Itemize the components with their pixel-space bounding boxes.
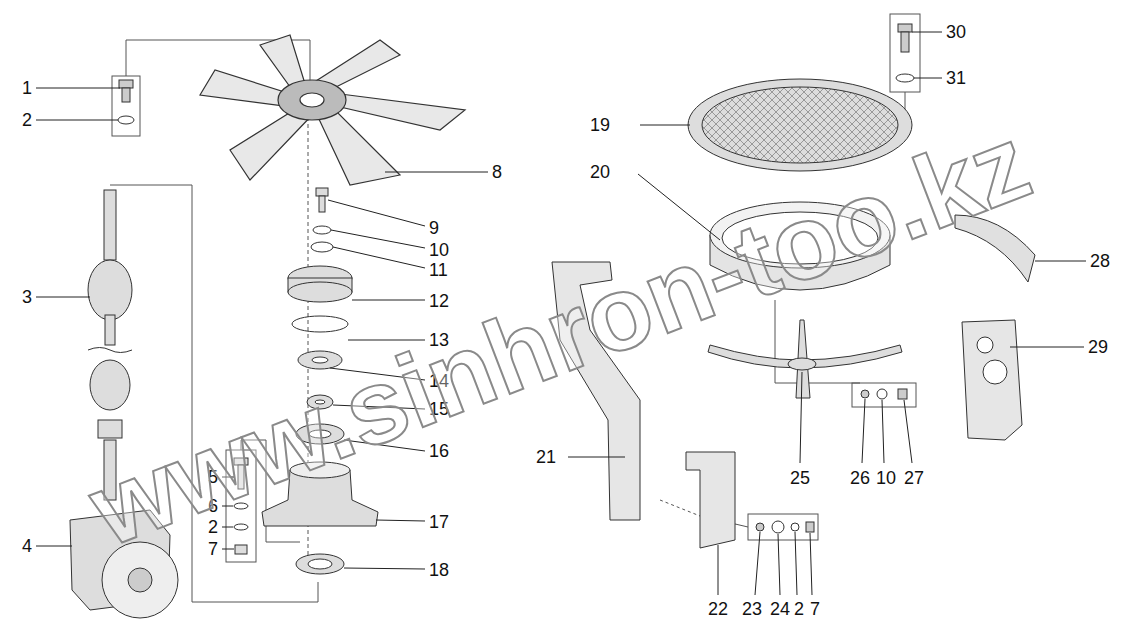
callout-number: 31 bbox=[946, 68, 966, 88]
callout-number: 7 bbox=[208, 539, 218, 559]
callout-number: 30 bbox=[946, 22, 966, 42]
callout-number: 2 bbox=[794, 599, 804, 619]
callout-number: 29 bbox=[1088, 337, 1108, 357]
callout-number: 11 bbox=[429, 260, 448, 280]
callout-number: 8 bbox=[492, 162, 502, 182]
callout-number: 10 bbox=[876, 468, 896, 488]
callout-number: 16 bbox=[429, 441, 449, 461]
callout-number: 19 bbox=[590, 115, 610, 135]
callout-number: 2 bbox=[22, 110, 32, 130]
callout-number: 10 bbox=[429, 240, 449, 260]
callout-number: 7 bbox=[810, 599, 820, 619]
callout-number: 23 bbox=[742, 599, 762, 619]
callout-number: 9 bbox=[429, 218, 439, 238]
callout-number: 20 bbox=[590, 162, 610, 182]
callout-number: 28 bbox=[1090, 251, 1110, 271]
callout-number: 12 bbox=[429, 291, 449, 311]
callout-number: 26 bbox=[850, 468, 870, 488]
callout-number: 1 bbox=[22, 78, 32, 98]
callout-number: 22 bbox=[708, 599, 728, 619]
callout-number: 3 bbox=[22, 287, 32, 307]
watermark: www.sinhron-too.kz bbox=[77, 108, 1042, 562]
callout-number: 27 bbox=[904, 468, 924, 488]
callout-number: 25 bbox=[790, 468, 810, 488]
callout-number: 24 bbox=[770, 599, 790, 619]
callout-number: 17 bbox=[429, 512, 449, 532]
callout-number: 18 bbox=[429, 560, 449, 580]
callout-number: 4 bbox=[22, 536, 32, 556]
callout-number: 21 bbox=[536, 447, 556, 467]
